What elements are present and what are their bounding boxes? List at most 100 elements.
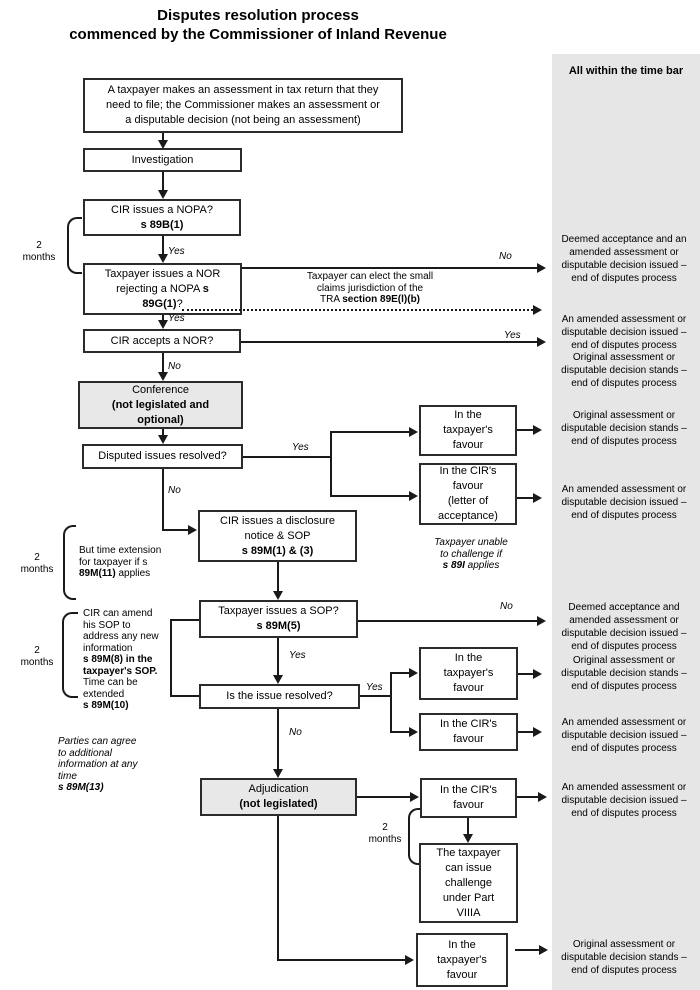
connector-line [330,431,332,497]
month-label-line: months [22,252,56,263]
label-yes5: Yes [289,650,306,661]
text-segment: claims jurisdiction of the [316,282,424,294]
time-bracket [67,217,82,274]
connector-line [277,959,407,961]
month-label-line: months [20,564,54,575]
arrowhead-right-icon [533,425,542,435]
box-line: acceptance) [438,509,498,524]
diagram-title-line2: commenced by the Commissioner of Inland … [69,26,447,43]
arrowhead-right-icon [409,427,418,437]
text-segment: taxpayer's [443,424,493,436]
text-segment: rejecting a NOPA [116,282,203,295]
box-line: In the [454,408,482,423]
diagram-title: Disputes resolution process commenced by… [0,6,516,44]
connector-line [277,562,279,592]
text-segment: taxpayer's SOP. [83,665,158,677]
timebar-header: All within the time bar [568,65,684,77]
arrowhead-right-icon [533,493,542,503]
box-line: Conference [132,383,189,398]
box-line: optional) [137,413,183,428]
box-investigation: Investigation [83,148,242,172]
connector-line [162,429,164,436]
text-segment: favour [452,480,484,492]
box-line: Taxpayer issues a SOP? [218,604,338,619]
note-line: for taxpayer if s [79,557,171,569]
text-segment: CIR can amend [83,608,153,619]
text-segment: CIR issues a disclosure [220,514,335,527]
text-segment: applies [464,560,500,571]
note-line: But time extension [79,545,171,557]
text-segment: s [202,282,209,295]
note-line: CIR can amend [83,608,173,620]
text-segment: address any new [83,631,159,642]
text-segment: Time can be [83,677,138,688]
note-line: Taxpayer unable [429,537,513,549]
note-line: Taxpayer can elect the small [303,271,437,283]
month-label-line: 2 [36,240,42,251]
text-segment: favour [453,799,484,811]
connector-line [277,709,279,770]
note-line: extended [83,689,173,701]
box-line: Taxpayer issues a NOR [105,267,221,282]
box-line: VIIIA [457,906,481,921]
text-segment: 89M(11) [79,568,116,579]
box-line: a disputable decision (not being an asse… [125,113,360,128]
month-label-line: 2 [34,552,40,563]
arrowhead-down-icon [273,591,283,600]
box-line: taxpayer's [437,953,487,968]
arrowhead-right-icon [533,305,542,315]
text-segment: favour [446,968,478,981]
connector-line [170,695,200,697]
note-line: taxpayer's SOP. [83,666,173,678]
text-segment: Conference [132,383,189,396]
text-segment: Taxpayer issues a SOP? [218,605,339,617]
text-segment: TRA [319,294,343,305]
diagram-title-line1: Disputes resolution process [157,7,359,24]
month-label-line: 2 [34,645,40,656]
text-segment: Adjudication [248,783,309,795]
box-line: favour [453,798,484,813]
arrowhead-down-icon [158,190,168,199]
text-segment: can issue [445,861,492,874]
arrowhead-down-icon [158,320,168,329]
text-segment: In the [448,938,476,951]
note-line: to additional [58,748,160,760]
text-segment: to challenge if [440,548,502,560]
connector-line [241,341,537,343]
text-segment: optional) [137,413,184,426]
text-segment: Taxpayer issues a NOR [104,267,221,280]
box-line: Is the issue resolved? [226,689,332,704]
text-segment: extended [83,688,125,700]
arrowhead-right-icon [539,945,548,955]
box-nopa: CIR issues a NOPA?s 89B(1) [83,199,241,236]
text-segment: need to file; the Commissioner makes an … [106,99,380,111]
box-line: In the CIR's [440,783,497,798]
box-line: favour [453,681,484,696]
box-line: (not legislated and [112,398,209,413]
box-line: favour [447,968,478,983]
box-line: taxpayer's [444,666,494,681]
text-segment: s 89M(13) [58,782,104,793]
text-segment: s 89M(1) & (3) [241,544,314,557]
text-segment: his SOP to [83,619,131,631]
connector-line-dotted [182,309,533,311]
arrowhead-right-icon [533,727,542,737]
box-line: s 89M(1) & (3) [242,544,314,559]
arrowhead-right-icon [188,525,197,535]
label-no1: No [499,251,512,262]
timebar-item-t7: Original assessment or disputable decisi… [561,655,687,692]
note-line: s 89I applies [429,560,513,572]
connector-line [330,495,410,497]
connector-line [170,619,172,697]
box-line: favour [453,479,484,494]
connector-line [390,672,410,674]
